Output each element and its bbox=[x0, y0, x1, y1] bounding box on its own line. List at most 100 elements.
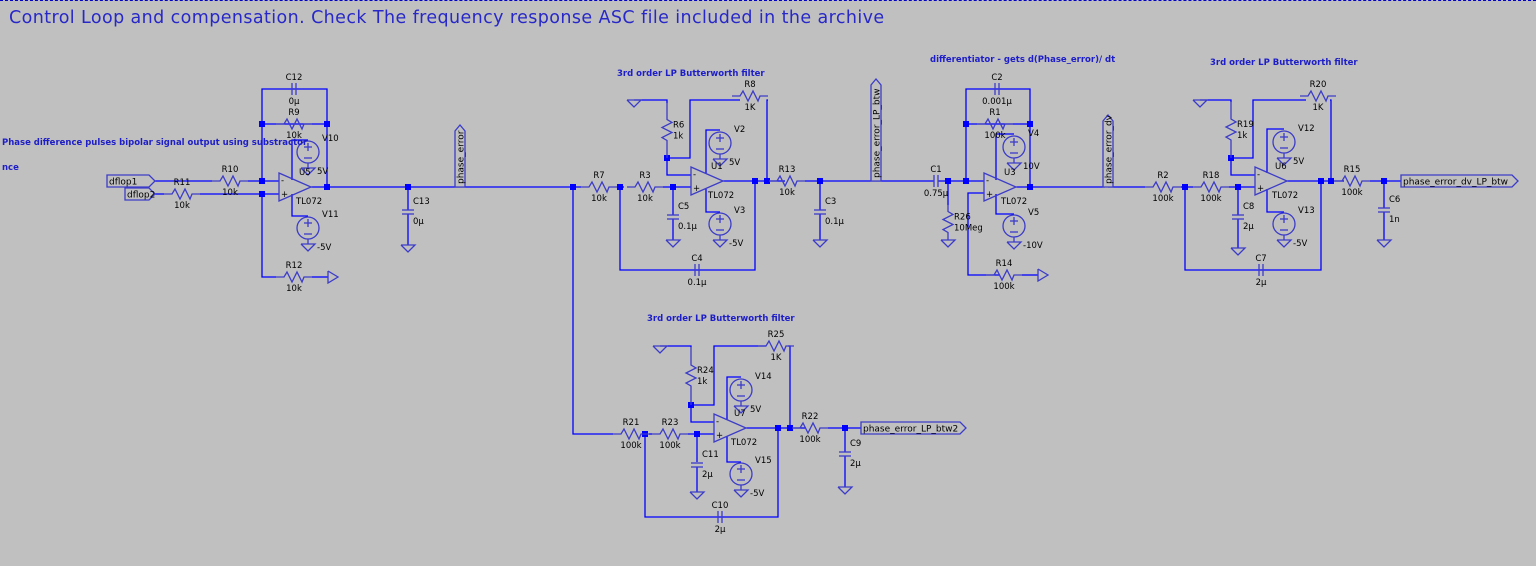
capacitor-C3[interactable] bbox=[814, 209, 826, 215]
capacitor-C13[interactable] bbox=[402, 209, 414, 215]
resistor-R20[interactable] bbox=[1300, 89, 1336, 103]
wire[interactable] bbox=[291, 139, 308, 180]
component-ref: R10 bbox=[222, 165, 239, 175]
opamp-U7[interactable]: -+ bbox=[713, 413, 748, 443]
svg-text:-: - bbox=[281, 176, 284, 186]
wire[interactable] bbox=[666, 158, 691, 176]
capacitor-C8[interactable] bbox=[1232, 214, 1244, 220]
opamp-U1[interactable]: -+ bbox=[690, 166, 725, 196]
wire[interactable] bbox=[705, 129, 720, 173]
voltage-source-V10[interactable] bbox=[296, 140, 320, 168]
wire[interactable] bbox=[619, 181, 756, 271]
wire[interactable] bbox=[726, 376, 741, 420]
wire[interactable] bbox=[1330, 99, 1332, 181]
net-label-phase-error-lp-btw2[interactable]: phase_error_LP_btw2 bbox=[860, 421, 967, 435]
wire[interactable] bbox=[766, 99, 768, 181]
resistor-R21[interactable] bbox=[613, 427, 649, 441]
resistor-R15[interactable] bbox=[1334, 174, 1370, 188]
voltage-source-V2[interactable] bbox=[708, 131, 732, 159]
resistor-R12[interactable] bbox=[276, 270, 312, 284]
voltage-source-V3[interactable] bbox=[708, 212, 732, 240]
resistor-R24[interactable] bbox=[684, 347, 698, 405]
wire[interactable] bbox=[1266, 189, 1284, 213]
resistor-R11[interactable] bbox=[164, 187, 200, 201]
capacitor-C6[interactable] bbox=[1378, 207, 1390, 213]
resistor-R6[interactable] bbox=[660, 103, 674, 158]
wire[interactable] bbox=[644, 428, 779, 518]
resistor-R8[interactable] bbox=[732, 89, 768, 103]
resistor-R7[interactable] bbox=[581, 180, 617, 194]
resistor-R23[interactable] bbox=[652, 427, 688, 441]
opamp-U6[interactable]: -+ bbox=[1254, 166, 1289, 196]
opamp-symbol bbox=[278, 172, 313, 202]
net-label-phase-error-lp-btw[interactable]: phase_error_LP_btw bbox=[870, 77, 883, 182]
capacitor-C11[interactable] bbox=[691, 462, 703, 468]
component-ref: V14 bbox=[755, 372, 772, 382]
net-label-dflop1[interactable]: dflop1 bbox=[106, 174, 156, 188]
wire[interactable] bbox=[572, 187, 613, 435]
resistor-R19[interactable] bbox=[1224, 102, 1238, 158]
wire[interactable] bbox=[995, 133, 1014, 180]
wire[interactable] bbox=[705, 189, 720, 213]
wire[interactable] bbox=[691, 345, 766, 406]
wire[interactable] bbox=[965, 88, 1031, 124]
svg-text:+: + bbox=[986, 190, 993, 200]
resistor-R13[interactable] bbox=[769, 174, 805, 188]
wire[interactable] bbox=[261, 194, 276, 278]
wire[interactable] bbox=[1266, 128, 1284, 173]
capacitor-C5[interactable] bbox=[667, 214, 679, 220]
capacitor-C7[interactable] bbox=[1258, 264, 1264, 276]
wire[interactable] bbox=[690, 405, 714, 423]
wire[interactable] bbox=[660, 345, 692, 347]
wire[interactable] bbox=[788, 345, 791, 428]
capacitor-C2[interactable] bbox=[994, 83, 1000, 95]
wire[interactable] bbox=[967, 192, 1000, 276]
wire[interactable] bbox=[291, 194, 308, 217]
resistor-R26[interactable] bbox=[941, 205, 955, 240]
capacitor-C12[interactable] bbox=[291, 83, 297, 95]
voltage-source-V14[interactable] bbox=[729, 378, 753, 406]
resistor-R1[interactable] bbox=[977, 117, 1013, 131]
resistor-R14[interactable] bbox=[986, 268, 1022, 282]
opamp-U3[interactable]: -+ bbox=[983, 172, 1018, 202]
resistor-R9[interactable] bbox=[276, 117, 312, 131]
wire[interactable] bbox=[1184, 181, 1322, 271]
wire[interactable] bbox=[726, 436, 741, 463]
component-ref: R25 bbox=[768, 330, 785, 340]
resistor-R2[interactable] bbox=[1145, 180, 1181, 194]
resistor-R3[interactable] bbox=[627, 180, 663, 194]
resistor-R10[interactable] bbox=[212, 174, 248, 188]
voltage-source-V4[interactable] bbox=[1002, 135, 1026, 163]
wire[interactable] bbox=[634, 99, 668, 103]
wire[interactable] bbox=[261, 88, 328, 124]
voltage-source-V5[interactable] bbox=[1002, 214, 1026, 242]
component-value: 2µ bbox=[715, 525, 726, 535]
resistor-R22[interactable] bbox=[792, 421, 828, 435]
voltage-source-V15[interactable] bbox=[729, 462, 753, 490]
wire[interactable] bbox=[1200, 99, 1232, 102]
voltage-source-V13[interactable] bbox=[1272, 212, 1296, 240]
wire[interactable] bbox=[995, 194, 1014, 215]
voltage-source-V12[interactable] bbox=[1272, 130, 1296, 158]
capacitor-C1[interactable] bbox=[933, 175, 939, 187]
svg-text:-: - bbox=[693, 170, 696, 180]
wire[interactable] bbox=[1230, 158, 1255, 176]
resistor-R25[interactable] bbox=[758, 339, 794, 353]
capacitor-C9[interactable] bbox=[839, 451, 851, 457]
net-label-phase-error-dv[interactable]: phase_error_dv bbox=[1102, 113, 1115, 188]
resistor-R18[interactable] bbox=[1193, 180, 1229, 194]
net-label-phase-error[interactable]: phase_error bbox=[454, 123, 467, 188]
net-label-phase-error-dv-lp-btw[interactable]: phase_error_dv_LP_btw bbox=[1400, 174, 1519, 188]
opamp-U5[interactable]: -+ bbox=[278, 172, 313, 202]
wire[interactable] bbox=[1231, 99, 1306, 159]
component-value: TL072 bbox=[295, 197, 322, 207]
voltage-source-V11[interactable] bbox=[296, 216, 320, 244]
capacitor-C4[interactable] bbox=[694, 264, 700, 276]
net-label-text: dflop1 bbox=[109, 178, 137, 188]
capacitor-C10[interactable] bbox=[717, 511, 723, 523]
component-ref: C3 bbox=[825, 197, 836, 207]
net-label-dflop2[interactable]: dflop2 bbox=[124, 187, 156, 201]
wire[interactable] bbox=[965, 123, 1031, 187]
wire[interactable] bbox=[667, 99, 740, 159]
